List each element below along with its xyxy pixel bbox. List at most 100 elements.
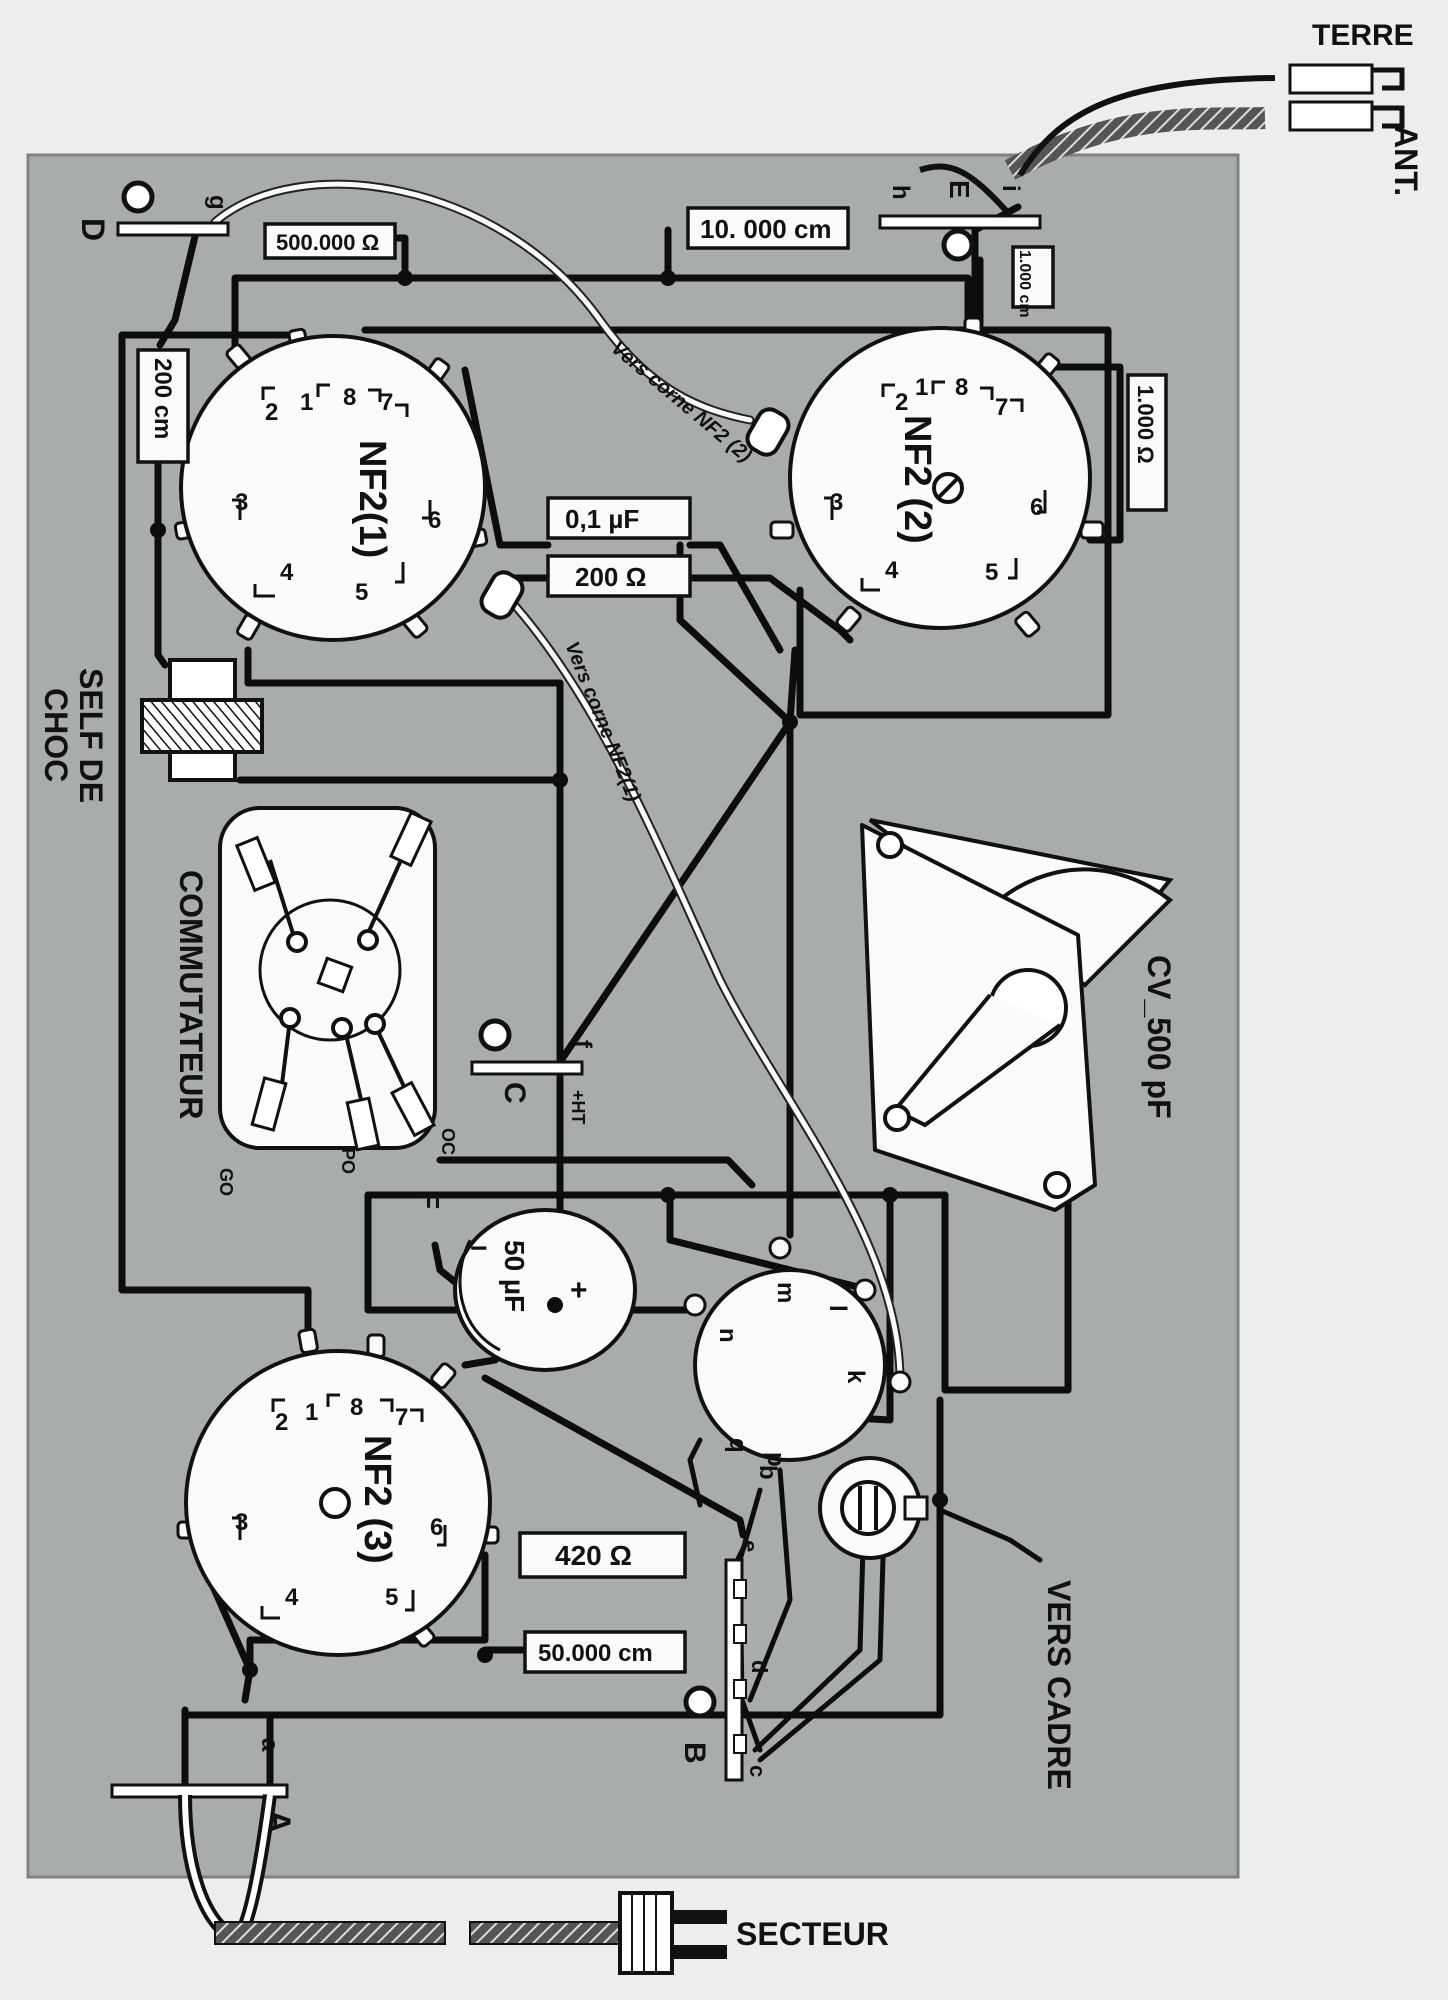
- terminal-g-label: g: [204, 195, 231, 210]
- terminal-strip-b: B e d c: [678, 1540, 772, 1782]
- terminal-e-label: e: [737, 1540, 762, 1552]
- tube-4-l: l: [824, 1305, 851, 1312]
- antenna-earth-leads: TERRE ANT.: [919, 19, 1424, 217]
- po-label: PO: [338, 1148, 358, 1174]
- ht-label: +HT: [568, 1090, 588, 1125]
- tube-nf2-3: 1 2 3 4 5 6 7 8 NF2 (3): [176, 1327, 500, 1657]
- terminal-i-label: i: [997, 185, 1024, 192]
- wiring: [118, 203, 1124, 1799]
- secteur-label: SECTEUR: [736, 1916, 889, 1952]
- choc-label: CHOC: [38, 688, 74, 782]
- junction-dots: [150, 270, 948, 1678]
- nf2-1-pin-8: 8: [343, 384, 356, 411]
- terminal-f-label: f: [569, 1040, 596, 1049]
- mains-lead: SECTEUR: [178, 1794, 889, 1975]
- terre-label: TERRE: [1312, 19, 1414, 52]
- capacitor-1000cm-label: 1.000 cm: [1016, 250, 1033, 318]
- nf2-2-pin-4: 4: [885, 557, 899, 584]
- tube-4-m: m: [772, 1282, 799, 1303]
- capacitor-200cm-label: 200 cm: [149, 358, 176, 439]
- resistor-200ohm-label: 200 Ω: [575, 562, 646, 592]
- frame-socket: [818, 1456, 929, 1560]
- resistor-1000ohm-label: 1.000 Ω: [1133, 385, 1158, 464]
- nf2-1-pin-3: 3: [235, 489, 248, 516]
- resistor-200ohm: 200 Ω: [546, 554, 692, 598]
- capacitor-0-1uf-label: 0,1 µF: [565, 504, 639, 534]
- capacitor-50000cm-label: 50.000 cm: [538, 1640, 653, 1667]
- flex-leads: [210, 179, 905, 1385]
- terminal-h-label: h: [887, 185, 914, 200]
- nf2-2-pin-6: 6: [1030, 494, 1043, 521]
- nf2-3-pin-3: 3: [235, 1509, 248, 1536]
- commutateur-label: COMMUTATEUR: [173, 870, 209, 1119]
- nf2-1-label: NF2(1): [351, 440, 393, 558]
- nf2-3-pin-2: 2: [275, 1409, 288, 1436]
- nf2-3-pin-7: 7: [395, 1404, 408, 1431]
- terminal-D-label: D: [75, 218, 111, 241]
- nf2-2-pin-7: 7: [995, 394, 1008, 421]
- tube-nf2-2: 1 2 3 4 5 6 7 8 NF2 (2): [769, 316, 1105, 638]
- tube-4-q: q: [724, 1438, 751, 1453]
- capacitor-10000cm: 10. 000 cm: [686, 206, 850, 250]
- nf2-3-pin-1: 1: [305, 1399, 318, 1426]
- tube-4: m l k n q p b: [683, 1236, 912, 1480]
- nf2-3-pin-6: 6: [430, 1514, 443, 1541]
- terminal-C-label: C: [498, 1082, 531, 1104]
- nf2-3-pin-5: 5: [385, 1584, 398, 1611]
- tube-4-p: p: [762, 1452, 789, 1467]
- resistor-420ohm: 420 Ω: [518, 1531, 687, 1579]
- capacitor-10000cm-label: 10. 000 cm: [700, 214, 832, 244]
- nf2-1-pin-2: 2: [265, 399, 278, 426]
- ant-label: ANT.: [1388, 125, 1424, 196]
- vers-cadre-label: VERS CADRE: [1041, 1580, 1077, 1790]
- nf2-1-pin-7: 7: [380, 389, 393, 416]
- tube-4-k: k: [842, 1370, 869, 1384]
- capacitor-1000cm: 1.000 cm: [1011, 245, 1055, 318]
- nf2-2-pin-1: 1: [915, 374, 928, 401]
- capacitor-50000cm: 50.000 cm: [523, 1630, 687, 1674]
- capacitor-200cm: 200 cm: [136, 348, 190, 464]
- nf2-2-pin-8: 8: [955, 374, 968, 401]
- terminal-a-label: a: [256, 1738, 283, 1752]
- resistor-420ohm-label: 420 Ω: [555, 1540, 632, 1571]
- self-de-label: SELF DE: [73, 668, 109, 803]
- nf2-2-pin-2: 2: [895, 389, 908, 416]
- f-switch-label: F: [414, 1192, 445, 1209]
- choke-coil: SELF DE CHOC: [38, 658, 264, 803]
- oc-label: OC: [438, 1128, 458, 1155]
- tube-4-b: b: [754, 1465, 781, 1480]
- tube-4-n: n: [714, 1328, 741, 1343]
- capacitor-50uf-label: 50 µF: [499, 1240, 530, 1312]
- terminal-d-label: d: [747, 1660, 772, 1673]
- tube-cap-connectors: [479, 407, 791, 620]
- terminal-d: D g: [75, 180, 231, 241]
- terminal-E-label: E: [944, 180, 975, 199]
- terminal-e: E h i: [878, 180, 1042, 262]
- cv-label: CV_500 pF: [1141, 955, 1177, 1119]
- terminal-B-label: B: [678, 1742, 711, 1764]
- terminal-c: C f +HT: [470, 1018, 596, 1125]
- capacitor-50uf: 50 µF − +: [453, 1208, 637, 1372]
- resistor-1000ohm: 1.000 Ω: [1126, 373, 1168, 512]
- variable-capacitor: CV_500 pF: [860, 818, 1177, 1212]
- nf2-3-label: NF2 (3): [356, 1435, 398, 1564]
- resistor-500k-label: 500.000 Ω: [276, 230, 379, 255]
- resistor-500k: 500.000 Ω: [263, 222, 397, 260]
- nf2-2-label: NF2 (2): [896, 415, 938, 544]
- wave-switch: COMMUTATEUR GO PO OC F: [173, 806, 458, 1209]
- terre-plug: [1288, 63, 1374, 95]
- terminal-c-label: c: [745, 1765, 770, 1777]
- nf2-1-pin-4: 4: [280, 559, 294, 586]
- capacitor-50uf-plus: +: [570, 1274, 588, 1307]
- nf2-3-pin-8: 8: [350, 1394, 363, 1421]
- nf2-1-pin-5: 5: [355, 579, 368, 606]
- capacitor-0-1uf: 0,1 µF: [546, 496, 692, 540]
- nf2-1-pin-1: 1: [300, 389, 313, 416]
- capacitor-50uf-minus: −: [470, 1232, 488, 1265]
- tube-nf2-1: 1 2 3 4 5 6 7 8 NF2(1): [173, 327, 489, 642]
- nf2-2-pin-5: 5: [985, 559, 998, 586]
- mains-plug: [618, 1891, 674, 1975]
- ant-plug: [1288, 100, 1374, 132]
- go-label: GO: [216, 1168, 236, 1196]
